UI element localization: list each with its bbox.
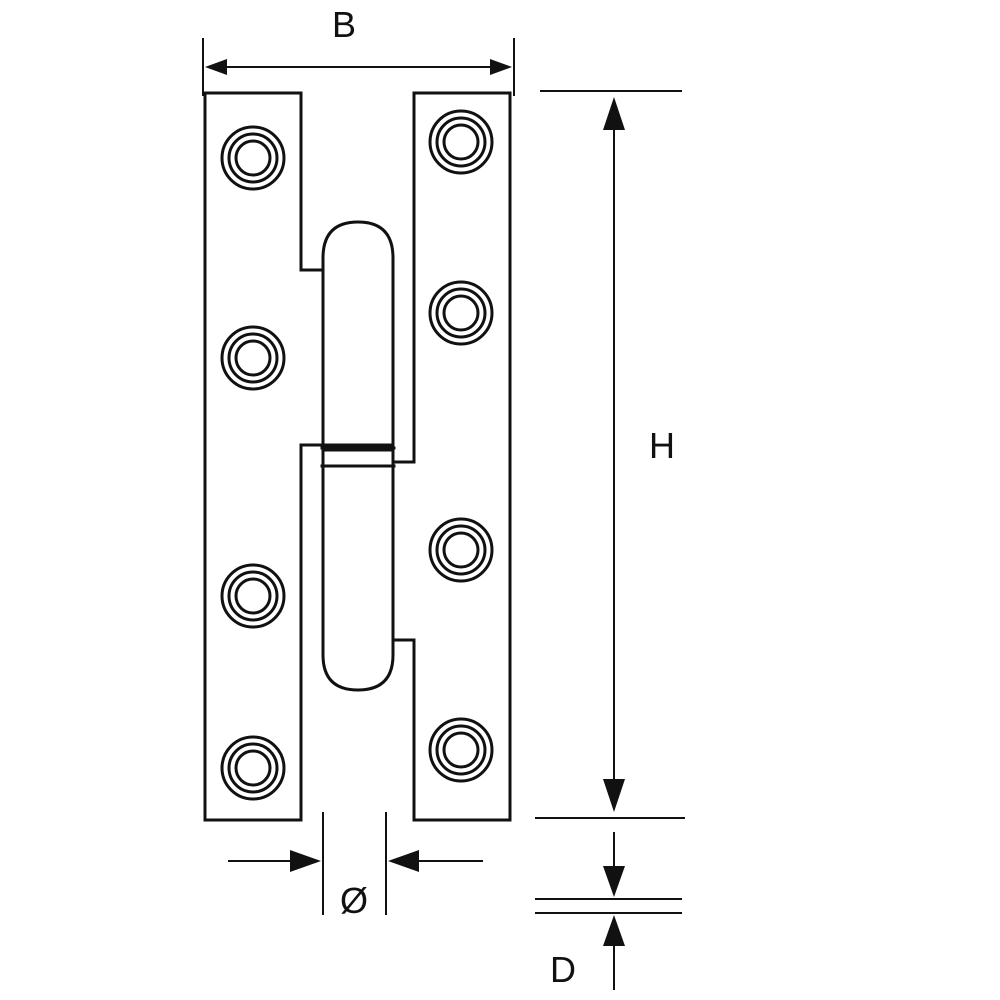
height-dimension: H (535, 90, 685, 819)
left-leaf-outline (203, 91, 325, 822)
arrow-left-icon (388, 850, 419, 872)
screw-hole-icon (220, 325, 286, 391)
screw-hole-icon (428, 717, 494, 783)
screw-hole-icon (220, 735, 286, 801)
height-label: H (649, 425, 675, 466)
thickness-label: D (550, 949, 576, 990)
screw-hole-icon (220, 125, 286, 191)
left-leaf (203, 91, 325, 822)
screw-holes (220, 109, 494, 801)
arrow-left-icon (205, 59, 227, 75)
arrow-down-icon (603, 866, 625, 897)
arrow-up-icon (603, 915, 625, 946)
lower-knuckle (321, 448, 395, 692)
screw-hole-icon (428, 109, 494, 175)
upper-knuckle (321, 220, 395, 447)
pin-diameter-label: Ø (340, 880, 368, 921)
width-label: B (332, 4, 356, 45)
arrow-right-icon (290, 850, 321, 872)
hinge-knuckle (320, 220, 396, 692)
screw-hole-icon (428, 517, 494, 583)
pin-diameter-dimension: Ø (228, 812, 483, 921)
arrow-right-icon (490, 59, 512, 75)
screw-hole-icon (428, 280, 494, 346)
thickness-dimension: D (535, 832, 682, 990)
right-leaf-outline (391, 91, 512, 822)
width-dimension: B (202, 4, 515, 96)
arrow-down-icon (603, 779, 625, 812)
screw-hole-icon (220, 563, 286, 629)
arrow-up-icon (603, 97, 625, 130)
right-leaf (391, 91, 512, 822)
